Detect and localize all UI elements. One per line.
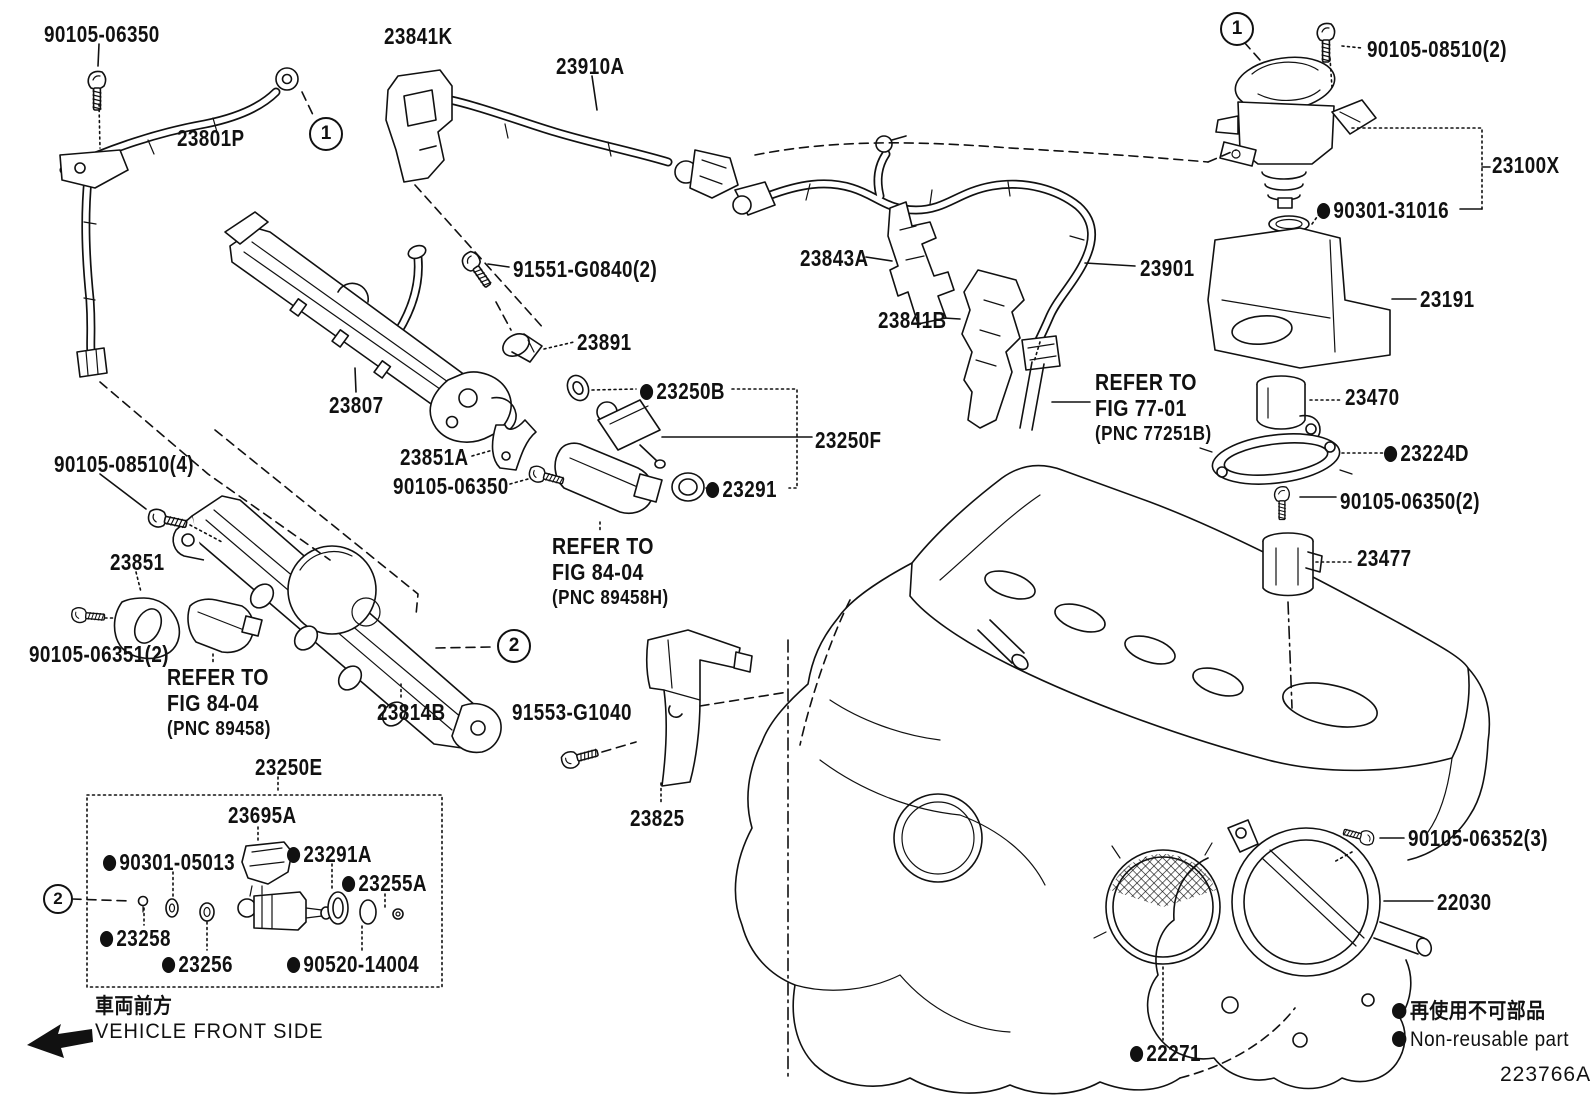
sensor-23841B bbox=[961, 269, 1025, 429]
front-side-label-en: VEHICLE FRONT SIDE bbox=[95, 1020, 324, 1043]
bracket-23843A bbox=[887, 201, 955, 325]
legend-non-reusable-en: Non-reusable part bbox=[1392, 1028, 1569, 1051]
part-label-23841B: 23841B bbox=[878, 307, 947, 333]
grommet-23851 bbox=[113, 597, 181, 660]
ref-circle-2-rail: 2 bbox=[497, 629, 531, 663]
part-label-90301-05013: 90301-05013 bbox=[103, 850, 235, 874]
part-label-23695A: 23695A bbox=[228, 802, 297, 828]
non-reusable-dot bbox=[1317, 203, 1331, 219]
part-label-90105-06352-3: 90105-06352(3) bbox=[1408, 825, 1548, 851]
damper-23891 bbox=[502, 333, 543, 363]
part-label-90105-08510-2: 90105-08510(2) bbox=[1367, 36, 1507, 62]
part-label-23814B: 23814B bbox=[377, 699, 446, 725]
part-label-23807: 23807 bbox=[329, 392, 384, 418]
part-label-23825: 23825 bbox=[630, 805, 685, 831]
damper-23470 bbox=[1256, 375, 1321, 443]
diagram-code: 223766A bbox=[1500, 1063, 1592, 1086]
part-label-91553-G1040: 91553-G1040 bbox=[512, 699, 632, 725]
part-label-23801P: 23801P bbox=[177, 125, 245, 151]
part-label-23851A: 23851A bbox=[400, 444, 469, 470]
non-reusable-dot bbox=[103, 855, 117, 871]
part-label-23910A: 23910A bbox=[556, 53, 625, 79]
spacer-23477 bbox=[1262, 532, 1323, 597]
fuel-rail-23814B bbox=[172, 495, 502, 754]
non-reusable-dot bbox=[287, 957, 301, 973]
part-label-23477: 23477 bbox=[1357, 545, 1412, 571]
fuel-pump-23100X bbox=[1215, 56, 1377, 233]
engine-outline bbox=[734, 464, 1491, 1095]
part-label-23851: 23851 bbox=[110, 549, 165, 575]
part-label-90105-06350-mid: 90105-06350 bbox=[393, 473, 509, 499]
part-label-23841K: 23841K bbox=[384, 23, 453, 49]
part-label-23255A: 23255A bbox=[342, 871, 427, 895]
throttle-body-22030 bbox=[1146, 819, 1433, 1090]
part-label-23250E: 23250E bbox=[255, 754, 323, 780]
leader-dots bbox=[135, 45, 1483, 951]
part-label-23191: 23191 bbox=[1420, 286, 1475, 312]
part-label-22030: 22030 bbox=[1437, 889, 1492, 915]
part-label-22271: 22271 bbox=[1130, 1041, 1201, 1065]
part-label-23901: 23901 bbox=[1140, 255, 1195, 281]
reference-dots bbox=[98, 57, 1353, 1041]
kit-box-23250E bbox=[86, 794, 443, 988]
part-label-90105-06351-2: 90105-06351(2) bbox=[29, 641, 169, 667]
spacer-axis bbox=[1287, 601, 1293, 709]
part-label-23250F: 23250F bbox=[815, 427, 882, 453]
part-label-90520-14004: 90520-14004 bbox=[287, 952, 419, 976]
non-reusable-dot bbox=[1392, 1003, 1407, 1019]
non-reusable-dot bbox=[706, 482, 720, 498]
part-label-23256: 23256 bbox=[162, 952, 233, 976]
part-label-23470: 23470 bbox=[1345, 384, 1400, 410]
ref-circle-1-pump: 1 bbox=[1220, 12, 1254, 46]
hose-ticks bbox=[83, 117, 1085, 301]
connector-23841K bbox=[385, 69, 453, 183]
part-label-90105-06350-2: 90105-06350(2) bbox=[1340, 488, 1480, 514]
part-label-23291A: 23291A bbox=[287, 842, 372, 866]
sensor-89458 bbox=[187, 598, 263, 654]
non-reusable-dot bbox=[287, 847, 301, 863]
non-reusable-dot bbox=[162, 957, 176, 973]
front-direction-arrow bbox=[27, 1024, 93, 1058]
part-label-23843A: 23843A bbox=[800, 245, 869, 271]
non-reusable-dot bbox=[100, 931, 114, 947]
part-label-90105-08510-4: 90105-08510(4) bbox=[54, 451, 194, 477]
part-label-23100X: 23100X bbox=[1492, 152, 1560, 178]
part-label-90105-06350-topleft: 90105-06350 bbox=[44, 21, 160, 47]
ref-circle-1-left: 1 bbox=[309, 117, 343, 151]
front-side-label-jp: 車両前方 bbox=[95, 995, 173, 1018]
non-reusable-dot bbox=[640, 384, 654, 400]
bracket-23825 bbox=[645, 629, 753, 787]
reference-dashes bbox=[71, 41, 1261, 902]
part-label-23224D: 23224D bbox=[1384, 441, 1469, 465]
refer77-pipe bbox=[1019, 361, 1045, 431]
gasket-23224D bbox=[1199, 433, 1353, 485]
non-reusable-dot bbox=[1130, 1046, 1144, 1062]
part-label-23250B: 23250B bbox=[640, 379, 725, 403]
part-label-23258: 23258 bbox=[100, 926, 171, 950]
part-label-90301-31016: 90301-31016 bbox=[1317, 198, 1449, 222]
bracket-23191 bbox=[1207, 227, 1391, 369]
part-label-23891: 23891 bbox=[577, 329, 632, 355]
fuel-rail-23807 bbox=[224, 211, 517, 443]
legend-non-reusable-jp: 再使用不可部品 bbox=[1392, 1000, 1545, 1023]
ref-circle-2-kit: 2 bbox=[43, 884, 73, 914]
hose-23910A-connectors bbox=[674, 135, 1061, 371]
pipe-23801P-details bbox=[59, 67, 299, 378]
non-reusable-dot bbox=[1392, 1031, 1407, 1047]
part-label-23291: 23291 bbox=[706, 477, 777, 501]
part-label-91551-G0840: 91551-G0840(2) bbox=[513, 256, 658, 282]
non-reusable-dot bbox=[1384, 446, 1398, 462]
non-reusable-dot bbox=[342, 876, 356, 892]
gasket-22271 bbox=[1093, 842, 1221, 965]
clamp-23851A bbox=[491, 419, 537, 471]
leader-lines bbox=[97, 43, 1491, 902]
